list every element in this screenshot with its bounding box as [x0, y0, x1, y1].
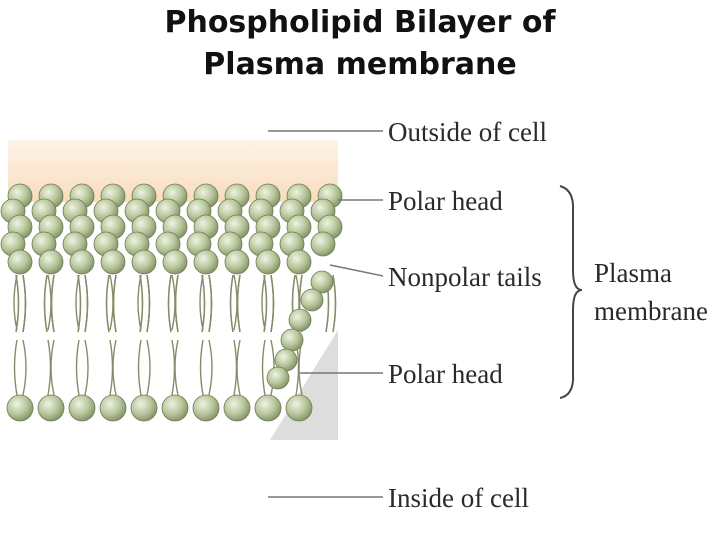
phospholipid-tail [174, 274, 179, 333]
phospholipid-head [286, 249, 312, 275]
phospholipid-tail [270, 274, 275, 333]
phospholipid-tail [137, 274, 142, 331]
phospholipid-tail [22, 274, 27, 333]
phospholipid-head [193, 249, 219, 275]
label-nonpolar-tails: Nonpolar tails [388, 262, 542, 292]
phospholipid-head [7, 249, 33, 275]
phospholipid-tail [261, 274, 266, 331]
phospholipid-tail [13, 274, 18, 331]
phospholipid-tail [199, 274, 204, 331]
phospholipid-head [99, 394, 127, 422]
phospholipid-head [255, 249, 281, 275]
membrane-brace [559, 185, 583, 399]
phospholipid-tail [174, 339, 179, 396]
phospholipid-tail [47, 339, 52, 396]
phospholipid-head [300, 288, 324, 312]
phospholipid-tail [112, 274, 117, 333]
phospholipid-tail [236, 339, 241, 396]
phospholipid-tail [229, 274, 234, 333]
phospholipid-head [280, 328, 304, 352]
phospholipid-tail [146, 339, 151, 396]
phospholipid-head [161, 394, 189, 422]
phospholipid-head [68, 394, 96, 422]
phospholipid-head [69, 249, 95, 275]
phospholipid-tail [137, 339, 142, 396]
phospholipid-tail [233, 339, 238, 396]
label-plasma: Plasma [594, 258, 672, 288]
phospholipid-tail [75, 274, 80, 331]
phospholipid-tail [50, 339, 55, 396]
phospholipid-tail [109, 274, 114, 331]
phospholipid-head [192, 394, 220, 422]
phospholipid-head [310, 231, 336, 257]
phospholipid-tail [109, 339, 114, 396]
phospholipid-tail [208, 339, 213, 396]
phospholipid-head [6, 394, 34, 422]
phospholipid-tail [332, 274, 337, 333]
phospholipid-tail [261, 339, 266, 396]
phospholipid-tail [236, 274, 241, 333]
phospholipid-tail [171, 339, 176, 396]
title-line-1: Phospholipid Bilayer of [164, 5, 556, 40]
phospholipid-head [100, 249, 126, 275]
phospholipid-tail [13, 339, 18, 396]
phospholipid-head [130, 394, 158, 422]
page-title: Phospholipid Bilayer of Plasma membrane [0, 2, 720, 86]
phospholipid-tail [84, 274, 89, 333]
phospholipid-tail [75, 339, 80, 396]
phospholipid-tail [84, 339, 89, 396]
phospholipid-tail [22, 339, 27, 396]
phospholipid-tail [233, 274, 238, 331]
phospholipid-tail [146, 274, 151, 333]
phospholipid-head [131, 249, 157, 275]
phospholipid-tail [105, 274, 110, 333]
phospholipid-head [266, 366, 290, 390]
label-outside-of-cell: Outside of cell [388, 117, 547, 147]
label-polar-head-top: Polar head [388, 186, 503, 216]
phospholipid-head [285, 394, 313, 422]
phospholipid-tail [112, 339, 117, 396]
phospholipid-tail [199, 339, 204, 396]
nonpolar-tails-leader-line [329, 264, 384, 277]
phospholipid-tail [208, 274, 213, 333]
phospholipid-head [38, 249, 64, 275]
phospholipid-tail [50, 274, 55, 333]
polar-heads-group [0, 183, 343, 422]
label-membrane: membrane [594, 296, 708, 326]
phospholipid-tail [43, 274, 48, 333]
phospholipid-head [288, 308, 312, 332]
label-inside-of-cell: Inside of cell [388, 483, 529, 513]
title-line-2: Plasma membrane [203, 47, 517, 82]
label-polar-head-bottom: Polar head [388, 359, 503, 389]
phospholipid-head [310, 270, 334, 294]
phospholipid-head [224, 249, 250, 275]
phospholipid-tail [171, 274, 176, 331]
nonpolar-tails-group [13, 274, 337, 396]
phospholipid-tail [47, 274, 52, 331]
phospholipid-head [254, 394, 282, 422]
phospholipid-head [223, 394, 251, 422]
phospholipid-tail [167, 274, 172, 333]
phospholipid-head [162, 249, 188, 275]
phospholipid-head [37, 394, 65, 422]
